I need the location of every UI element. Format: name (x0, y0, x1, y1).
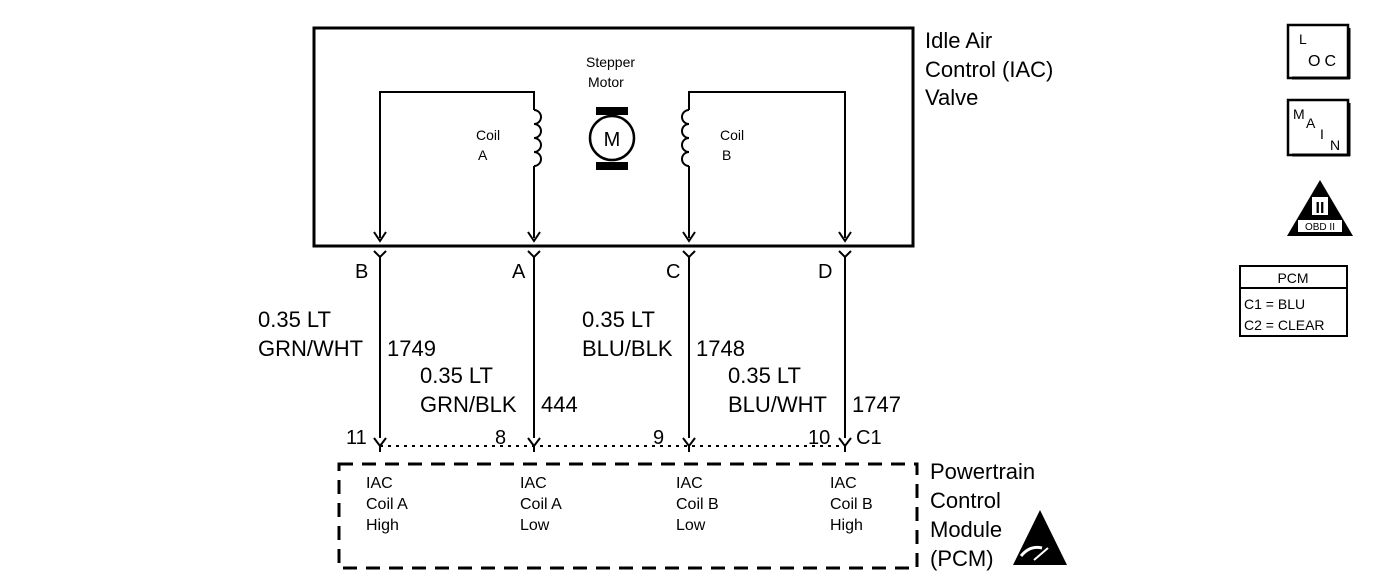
connector-c1: C1 (856, 427, 882, 449)
harness-wires (379, 257, 846, 438)
pcm-function-1-line-1: IAC (366, 475, 393, 492)
pcm-function-2-line-2: Coil A (520, 496, 562, 513)
pcm-pin-11: 11 (346, 427, 367, 449)
wire-1748-circuit: 1748 (696, 336, 745, 361)
pcm-function-4-line-1: IAC (830, 475, 857, 492)
main-legend-i: I (1320, 126, 1324, 142)
pcm-legend-line-2: C2 = CLEAR (1244, 317, 1325, 333)
coil-a-label-line-1: Coil (476, 127, 500, 143)
main-legend-a: A (1306, 115, 1316, 131)
coil-b-symbol (681, 91, 846, 238)
pcm-legend-title: PCM (1277, 270, 1308, 286)
stepper-motor-label-line-1: Stepper (586, 54, 635, 70)
iac-valve-box (312, 26, 915, 248)
valve-connector-forks (373, 250, 852, 259)
valve-pin-c: C (666, 261, 680, 283)
iac-valve-title-line-1: Idle Air (925, 28, 992, 53)
obd-ii-numeral: II (1316, 200, 1325, 217)
wire-444-gauge: 0.35 LT (420, 363, 493, 388)
main-legend-n: N (1330, 137, 1340, 153)
loc-legend-bottom: OC (1308, 53, 1340, 70)
wire-444-circuit: 444 (541, 392, 578, 417)
stepper-motor-label-line-2: Motor (588, 74, 624, 90)
valve-pin-b: B (355, 261, 368, 283)
valve-terminal-arrows (373, 231, 852, 243)
obd-ii-label: OBD II (1305, 222, 1335, 233)
wire-1749-color: GRN/WHT (258, 336, 363, 361)
pcm-function-4-line-3: High (830, 517, 863, 534)
pcm-function-2-line-1: IAC (520, 475, 547, 492)
pcm-title-line-1: Powertrain (930, 459, 1035, 484)
pcm-title-line-4: (PCM) (930, 546, 994, 571)
pcm-function-4-line-2: Coil B (830, 496, 873, 513)
valve-pin-d: D (818, 261, 832, 283)
stepper-motor-icon: M (588, 107, 636, 170)
coil-a-label-line-2: A (478, 147, 488, 163)
loc-legend-top: L (1299, 31, 1307, 47)
wire-1747-gauge: 0.35 LT (728, 363, 801, 388)
wire-1748-color: BLU/BLK (582, 336, 673, 361)
pcm-box (337, 462, 919, 570)
esd-warning-icon (1013, 510, 1067, 565)
main-legend-m: M (1293, 106, 1305, 122)
valve-pin-a: A (512, 261, 526, 283)
pcm-title-line-2: Control (930, 488, 1001, 513)
loc-legend-icon: L OC (1286, 23, 1351, 80)
coil-a-symbol (379, 91, 542, 238)
coil-b-label-line-1: Coil (720, 127, 744, 143)
wire-1749-gauge: 0.35 LT (258, 307, 331, 332)
pcm-pin-8: 8 (495, 427, 506, 449)
main-legend-icon: M A I N (1286, 98, 1351, 157)
pcm-legend-line-1: C1 = BLU (1244, 296, 1305, 312)
pcm-function-3-line-2: Coil B (676, 496, 719, 513)
pcm-function-1-line-2: Coil A (366, 496, 408, 513)
pcm-connector-forks (373, 437, 852, 452)
iac-valve-title-line-3: Valve (925, 85, 978, 110)
pcm-function-3-line-3: Low (676, 517, 706, 534)
wire-444-color: GRN/BLK (420, 392, 517, 417)
wire-1747-circuit: 1747 (852, 392, 901, 417)
pcm-pin-10: 10 (808, 427, 830, 449)
coil-b-label-line-2: B (722, 147, 731, 163)
pcm-function-1-line-3: High (366, 517, 399, 534)
wire-1748-gauge: 0.35 LT (582, 307, 655, 332)
pcm-pin-9: 9 (653, 427, 664, 449)
iac-valve-title-line-2: Control (IAC) (925, 57, 1053, 82)
wire-1749-circuit: 1749 (387, 336, 436, 361)
pcm-function-2-line-3: Low (520, 517, 550, 534)
pcm-function-3-line-1: IAC (676, 475, 703, 492)
wire-1747-color: BLU/WHT (728, 392, 827, 417)
motor-symbol: M (604, 129, 621, 151)
pcm-connector-legend: PCM C1 = BLU C2 = CLEAR (1239, 265, 1348, 337)
pcm-title-line-3: Module (930, 517, 1002, 542)
obd-ii-legend-icon: II OBD II (1287, 180, 1353, 236)
